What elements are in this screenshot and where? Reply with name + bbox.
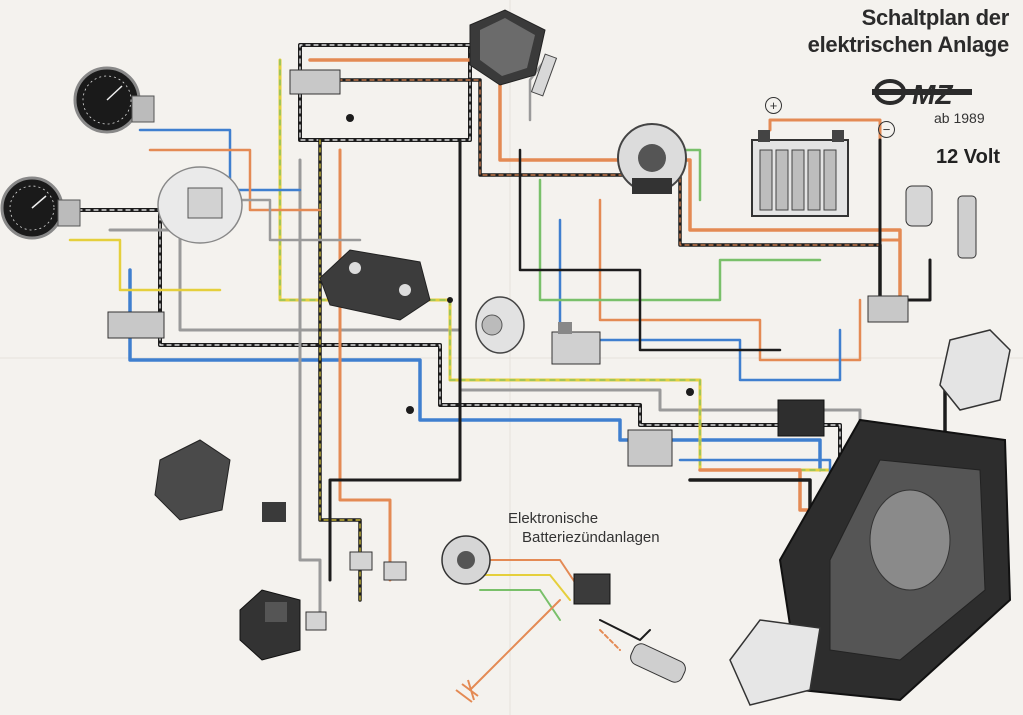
regulator bbox=[319, 249, 431, 321]
wire-spark-plug bbox=[528, 58, 547, 122]
wire-yellow-run-stripe bbox=[279, 59, 901, 521]
ignition-trigger bbox=[441, 535, 491, 585]
title-line-1: Schaltplan der bbox=[861, 5, 1010, 30]
wire-ign-orange-dash bbox=[599, 629, 621, 651]
wire-black-right bbox=[518, 148, 782, 352]
wire-orange-drop bbox=[338, 148, 392, 582]
speedometer bbox=[73, 66, 155, 134]
horn bbox=[475, 296, 525, 354]
terminal-blocks bbox=[107, 69, 909, 467]
wire-yellow-tacho bbox=[68, 238, 222, 292]
brake-light bbox=[154, 439, 231, 521]
connector-2 bbox=[383, 561, 407, 581]
wire-blue-right bbox=[558, 218, 842, 382]
battery-negative-symbol: − bbox=[878, 121, 895, 138]
handlebar-switch bbox=[239, 589, 301, 661]
wire-grey-main bbox=[108, 228, 862, 482]
ground-symbol bbox=[455, 679, 479, 703]
connector-3 bbox=[305, 611, 327, 631]
rear-light-top bbox=[469, 9, 546, 86]
wire-grey-drop bbox=[298, 158, 322, 622]
wire-black-drop-2 bbox=[328, 138, 462, 582]
ignition-label-line-2: Batteriezündanlagen bbox=[522, 529, 660, 546]
title-block: Schaltplan der elektrischen Anlage bbox=[807, 4, 1010, 58]
wire-green-right bbox=[538, 178, 822, 302]
tachometer bbox=[0, 176, 81, 240]
generator bbox=[617, 123, 687, 194]
wire-black-top-loop-stripe bbox=[299, 44, 471, 141]
wire-orange-speedo bbox=[148, 148, 322, 212]
connectors-lower bbox=[305, 551, 407, 631]
plus-symbol: + bbox=[765, 97, 782, 114]
battery-positive-symbol: + bbox=[765, 97, 782, 114]
mz-logo: MZ bbox=[868, 74, 1018, 114]
wire-ign-yellow bbox=[469, 574, 571, 601]
connector-1 bbox=[349, 551, 373, 571]
spark-plug bbox=[530, 53, 558, 97]
wire-blue-speedo bbox=[138, 128, 302, 192]
ignition-label-line-1: Elektronische bbox=[508, 510, 599, 527]
wire-ign-ground bbox=[469, 599, 561, 691]
small-switch bbox=[262, 502, 286, 522]
wire-black-main bbox=[68, 208, 842, 502]
year-label: ab 1989 bbox=[934, 110, 985, 126]
headlamp-housing bbox=[157, 166, 243, 244]
ignition-coil bbox=[957, 195, 977, 259]
wire-ign-green bbox=[479, 589, 561, 621]
title-line-2: elektrischen Anlage bbox=[807, 32, 1010, 57]
minus-symbol: − bbox=[878, 121, 895, 138]
battery bbox=[751, 130, 849, 217]
tail-lamp bbox=[939, 329, 1011, 411]
wire-ign-black bbox=[599, 619, 651, 641]
logo-text: MZ bbox=[912, 79, 953, 110]
junction-dots bbox=[346, 114, 694, 414]
frame-rear-section bbox=[778, 418, 1012, 702]
terminal-block-left bbox=[107, 311, 165, 339]
flasher-unit bbox=[777, 399, 825, 437]
license-plate-light bbox=[729, 619, 821, 706]
terminal-block-center bbox=[627, 429, 673, 467]
relay-block bbox=[551, 322, 601, 365]
mz-logo-icon: MZ bbox=[872, 79, 972, 110]
wire-blue-main bbox=[128, 268, 822, 472]
ignition-label: Elektronische Batteriezündanlagen bbox=[508, 509, 660, 547]
ignition-module bbox=[573, 573, 611, 605]
condenser bbox=[905, 185, 933, 227]
terminal-block-top bbox=[289, 69, 341, 95]
ignition-coil-lower bbox=[630, 643, 686, 683]
terminal-block-right bbox=[867, 295, 909, 323]
voltage-label: 12 Volt bbox=[936, 146, 1001, 168]
